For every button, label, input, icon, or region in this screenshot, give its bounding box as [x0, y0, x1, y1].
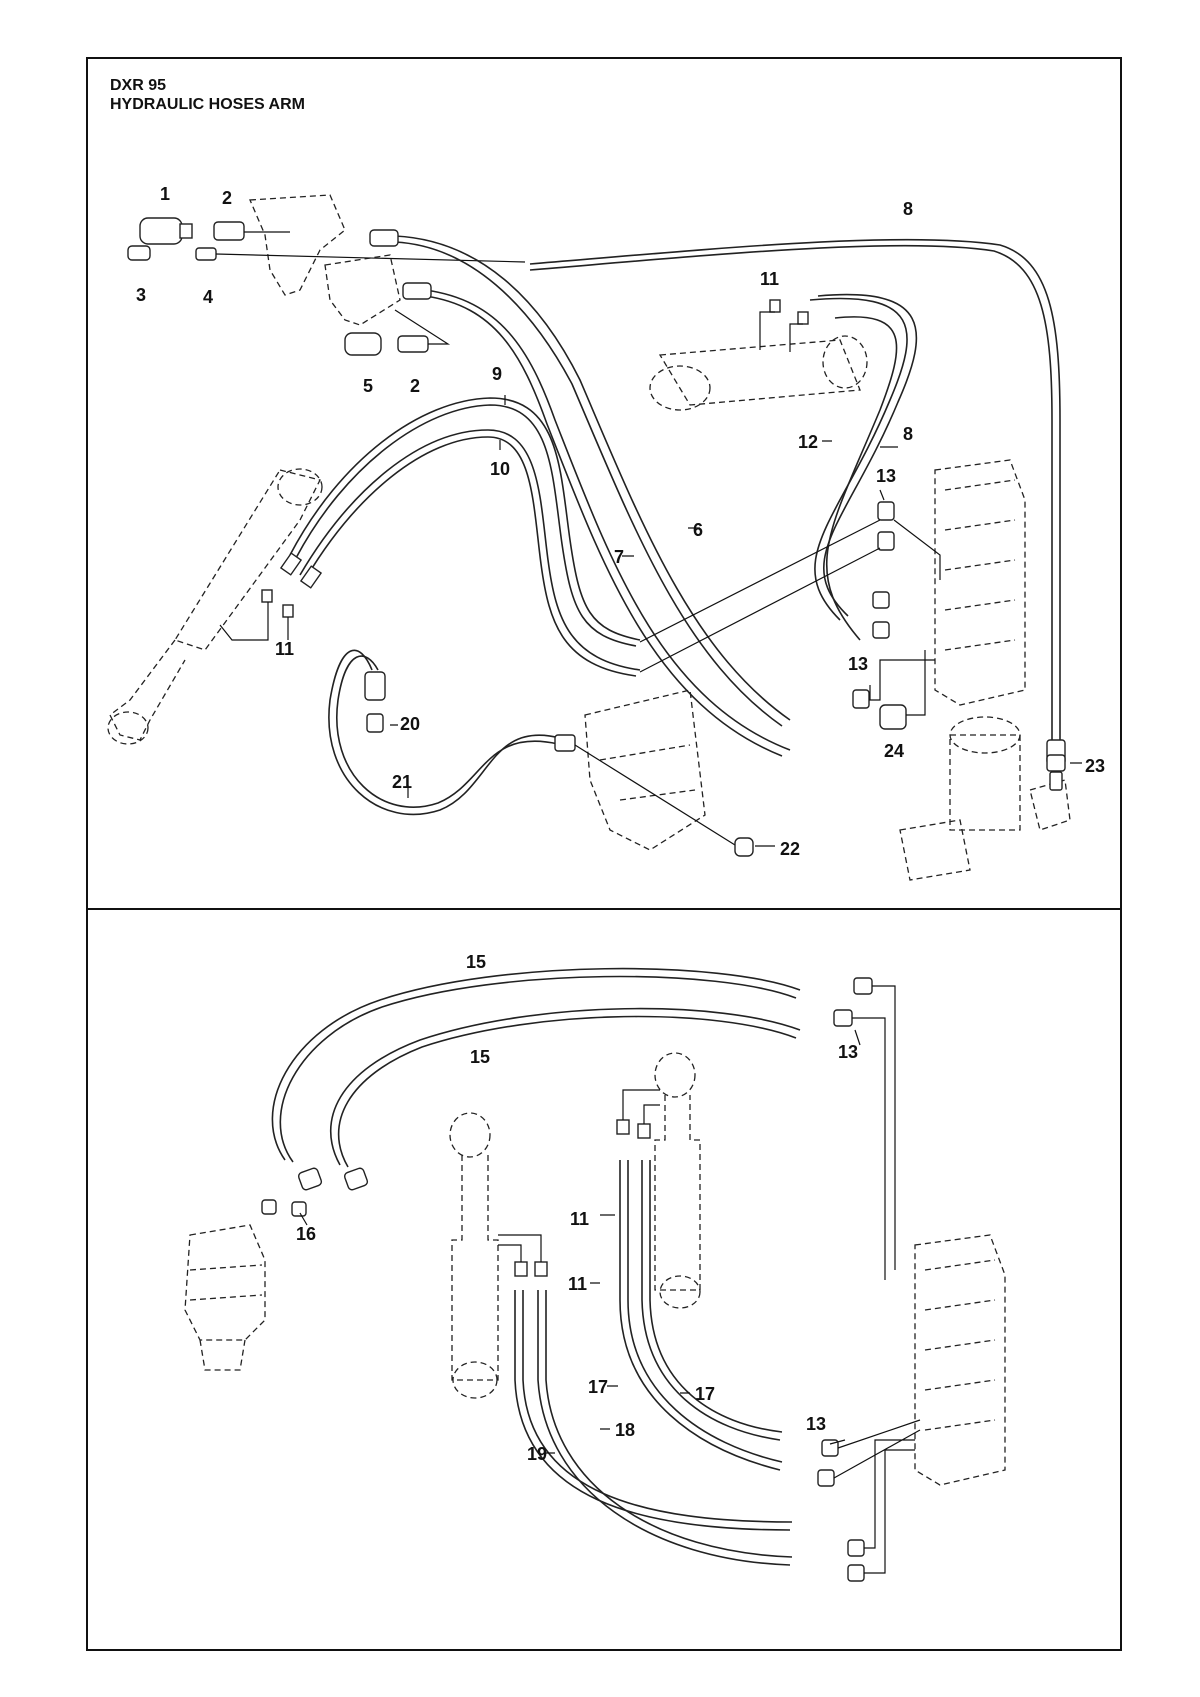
- hose-6: [369, 229, 791, 727]
- arm-cylinder-right: [654, 1052, 701, 1309]
- callout-6: 6: [693, 520, 703, 540]
- callout-labels: 1 2 3 4 5 2 6 7 8 8 9 10 11 11 11 11 12 …: [136, 184, 1105, 1464]
- fittings-11-lower: [498, 1089, 660, 1277]
- hose-10: [299, 429, 641, 677]
- adapter-2b: [397, 335, 429, 353]
- hose-12: [809, 293, 918, 641]
- callout-13: 13: [876, 466, 896, 486]
- callout-5: 5: [363, 376, 373, 396]
- fittings-13-upper: [639, 501, 941, 709]
- control-valve-lower: [914, 1234, 1006, 1486]
- callout-17: 17: [588, 1377, 608, 1397]
- pump-motor-assembly: [899, 716, 1071, 881]
- callout-11d: 11: [568, 1274, 587, 1294]
- hose-15: [271, 967, 801, 1168]
- callout-9: 9: [492, 364, 502, 384]
- plug-20: [364, 671, 386, 733]
- callout-22: 22: [780, 839, 800, 859]
- control-valve-upper: [934, 459, 1026, 706]
- callout-13c: 13: [838, 1042, 858, 1062]
- callout-4: 4: [203, 287, 213, 307]
- callout-11c: 11: [570, 1209, 589, 1229]
- callout-20: 20: [400, 714, 420, 734]
- adapter-2: [213, 221, 245, 241]
- hoses-17-18-19: [514, 1160, 793, 1566]
- fittings-13-lower-bottom: [817, 1419, 921, 1582]
- quick-coupling-5: [344, 332, 382, 356]
- diagram-title: HYDRAULIC HOSES ARM: [110, 96, 305, 113]
- fitting-24: [879, 650, 926, 730]
- title-block: DXR 95 HYDRAULIC HOSES ARM: [110, 76, 305, 114]
- swing-bracket: [554, 689, 736, 851]
- callout-10: 10: [490, 459, 510, 479]
- fittings-13-lower-top: [833, 977, 896, 1280]
- callout-2: 2: [222, 188, 232, 208]
- callout-11: 11: [760, 269, 779, 289]
- slew-motor: [184, 1167, 369, 1371]
- callout-21: 21: [392, 772, 412, 792]
- quick-coupling-1: [139, 217, 193, 245]
- hose-7: [402, 282, 791, 757]
- callout-18: 18: [615, 1420, 635, 1440]
- fitting-23: [1046, 754, 1066, 791]
- callout-11b: 11: [275, 639, 294, 659]
- drawing-frame: [86, 57, 1122, 1651]
- quick-coupling-3: [127, 245, 151, 261]
- callout-19: 19: [527, 1444, 547, 1464]
- callout-2b: 2: [410, 376, 420, 396]
- mounting-bracket: [249, 194, 401, 326]
- callout-23: 23: [1085, 756, 1105, 776]
- callout-13d: 13: [806, 1414, 826, 1434]
- section-divider: [88, 908, 1120, 910]
- boom-cylinder: [107, 468, 323, 745]
- callout-15b: 15: [470, 1047, 490, 1067]
- callout-15: 15: [466, 952, 486, 972]
- callout-24: 24: [884, 741, 904, 761]
- arm-cylinder-top: [649, 299, 868, 411]
- model-title: DXR 95: [110, 77, 167, 94]
- fittings-11-left: [219, 552, 323, 641]
- callout-12: 12: [798, 432, 818, 452]
- callout-8: 8: [903, 199, 913, 219]
- callout-17b: 17: [695, 1384, 715, 1404]
- hose-9: [289, 397, 641, 647]
- callout-13b: 13: [848, 654, 868, 674]
- callout-leaders: [299, 395, 1082, 1454]
- adapter-4: [195, 247, 217, 261]
- plug-22: [734, 837, 754, 857]
- arm-cylinder-left: [449, 1112, 499, 1399]
- callout-1: 1: [160, 184, 170, 204]
- callout-16: 16: [296, 1224, 316, 1244]
- callout-3: 3: [136, 285, 146, 305]
- callout-8b: 8: [903, 424, 913, 444]
- callout-7: 7: [614, 547, 624, 567]
- hose-21: [328, 649, 561, 816]
